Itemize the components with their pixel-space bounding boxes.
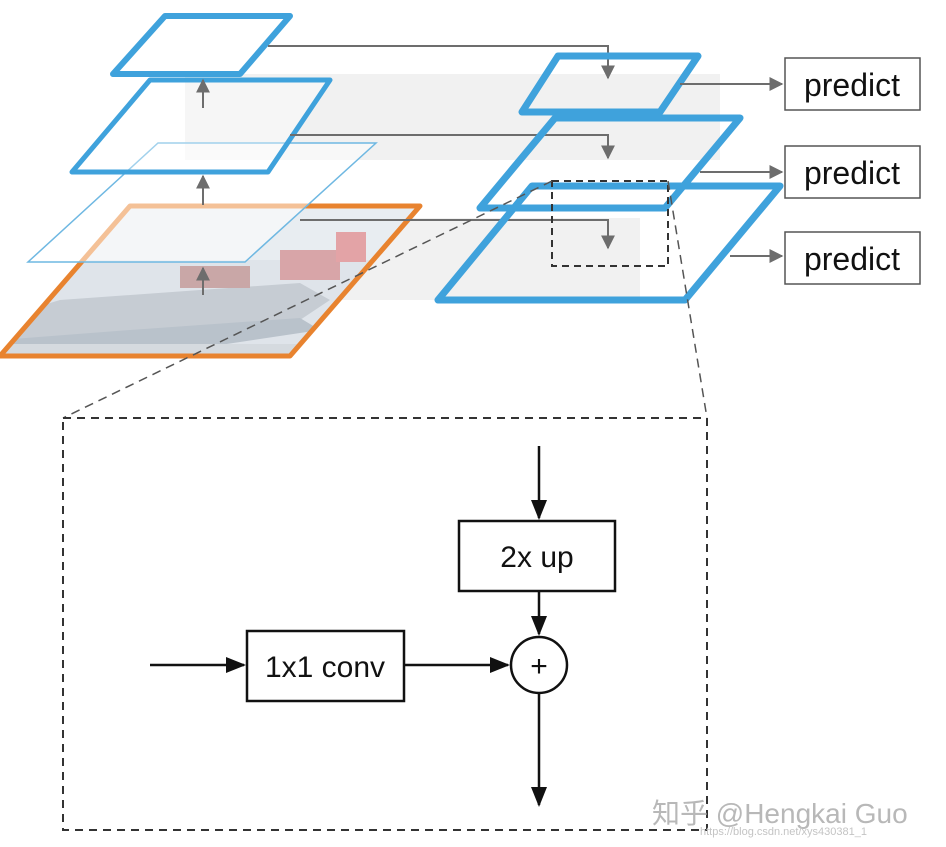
bottom-up-pyramid (0, 13, 423, 359)
merge-node: + (509, 635, 569, 695)
lateral-connections (268, 45, 615, 250)
merged-map-top (518, 52, 702, 116)
watermark: 知乎 @Hengkai Guo https://blog.csdn.net/xy… (652, 798, 908, 838)
detail-frame (62, 417, 708, 831)
zoom-region (551, 180, 669, 267)
upsample-label: 2x up (500, 541, 573, 574)
merged-map-bottom (434, 182, 784, 304)
predict-arrows (680, 77, 784, 263)
merge-symbol: + (530, 650, 548, 683)
watermark-url: https://blog.csdn.net/xys430381_1 (700, 826, 867, 838)
watermark-author: 知乎 @Hengkai Guo (652, 798, 908, 829)
top-down-pyramid (434, 52, 784, 304)
feature-map-level-3 (110, 13, 293, 77)
lateral-conv-block: 1x1 conv (245, 629, 406, 703)
predict-label-1: predict (804, 67, 900, 103)
zoom-guide-right (667, 180, 708, 419)
lateral-arrow-bottom (300, 219, 615, 250)
upsample-block: 2x up (457, 519, 617, 593)
lateral-conv-label: 1x1 conv (265, 651, 385, 684)
predict-label-3: predict (804, 241, 900, 277)
feature-map-level-2 (69, 77, 333, 175)
lateral-arrow-middle (290, 134, 615, 160)
building-block-detail: 2x up + 1x1 conv (62, 417, 708, 831)
zoom-guide-left (62, 180, 553, 419)
predict-label-2: predict (804, 155, 900, 191)
predict-box-2: predict (784, 145, 921, 199)
predict-box-1: predict (784, 57, 921, 111)
predict-box-3: predict (784, 231, 921, 285)
lateral-arrow-top (268, 45, 615, 80)
merged-map-middle (476, 114, 744, 212)
